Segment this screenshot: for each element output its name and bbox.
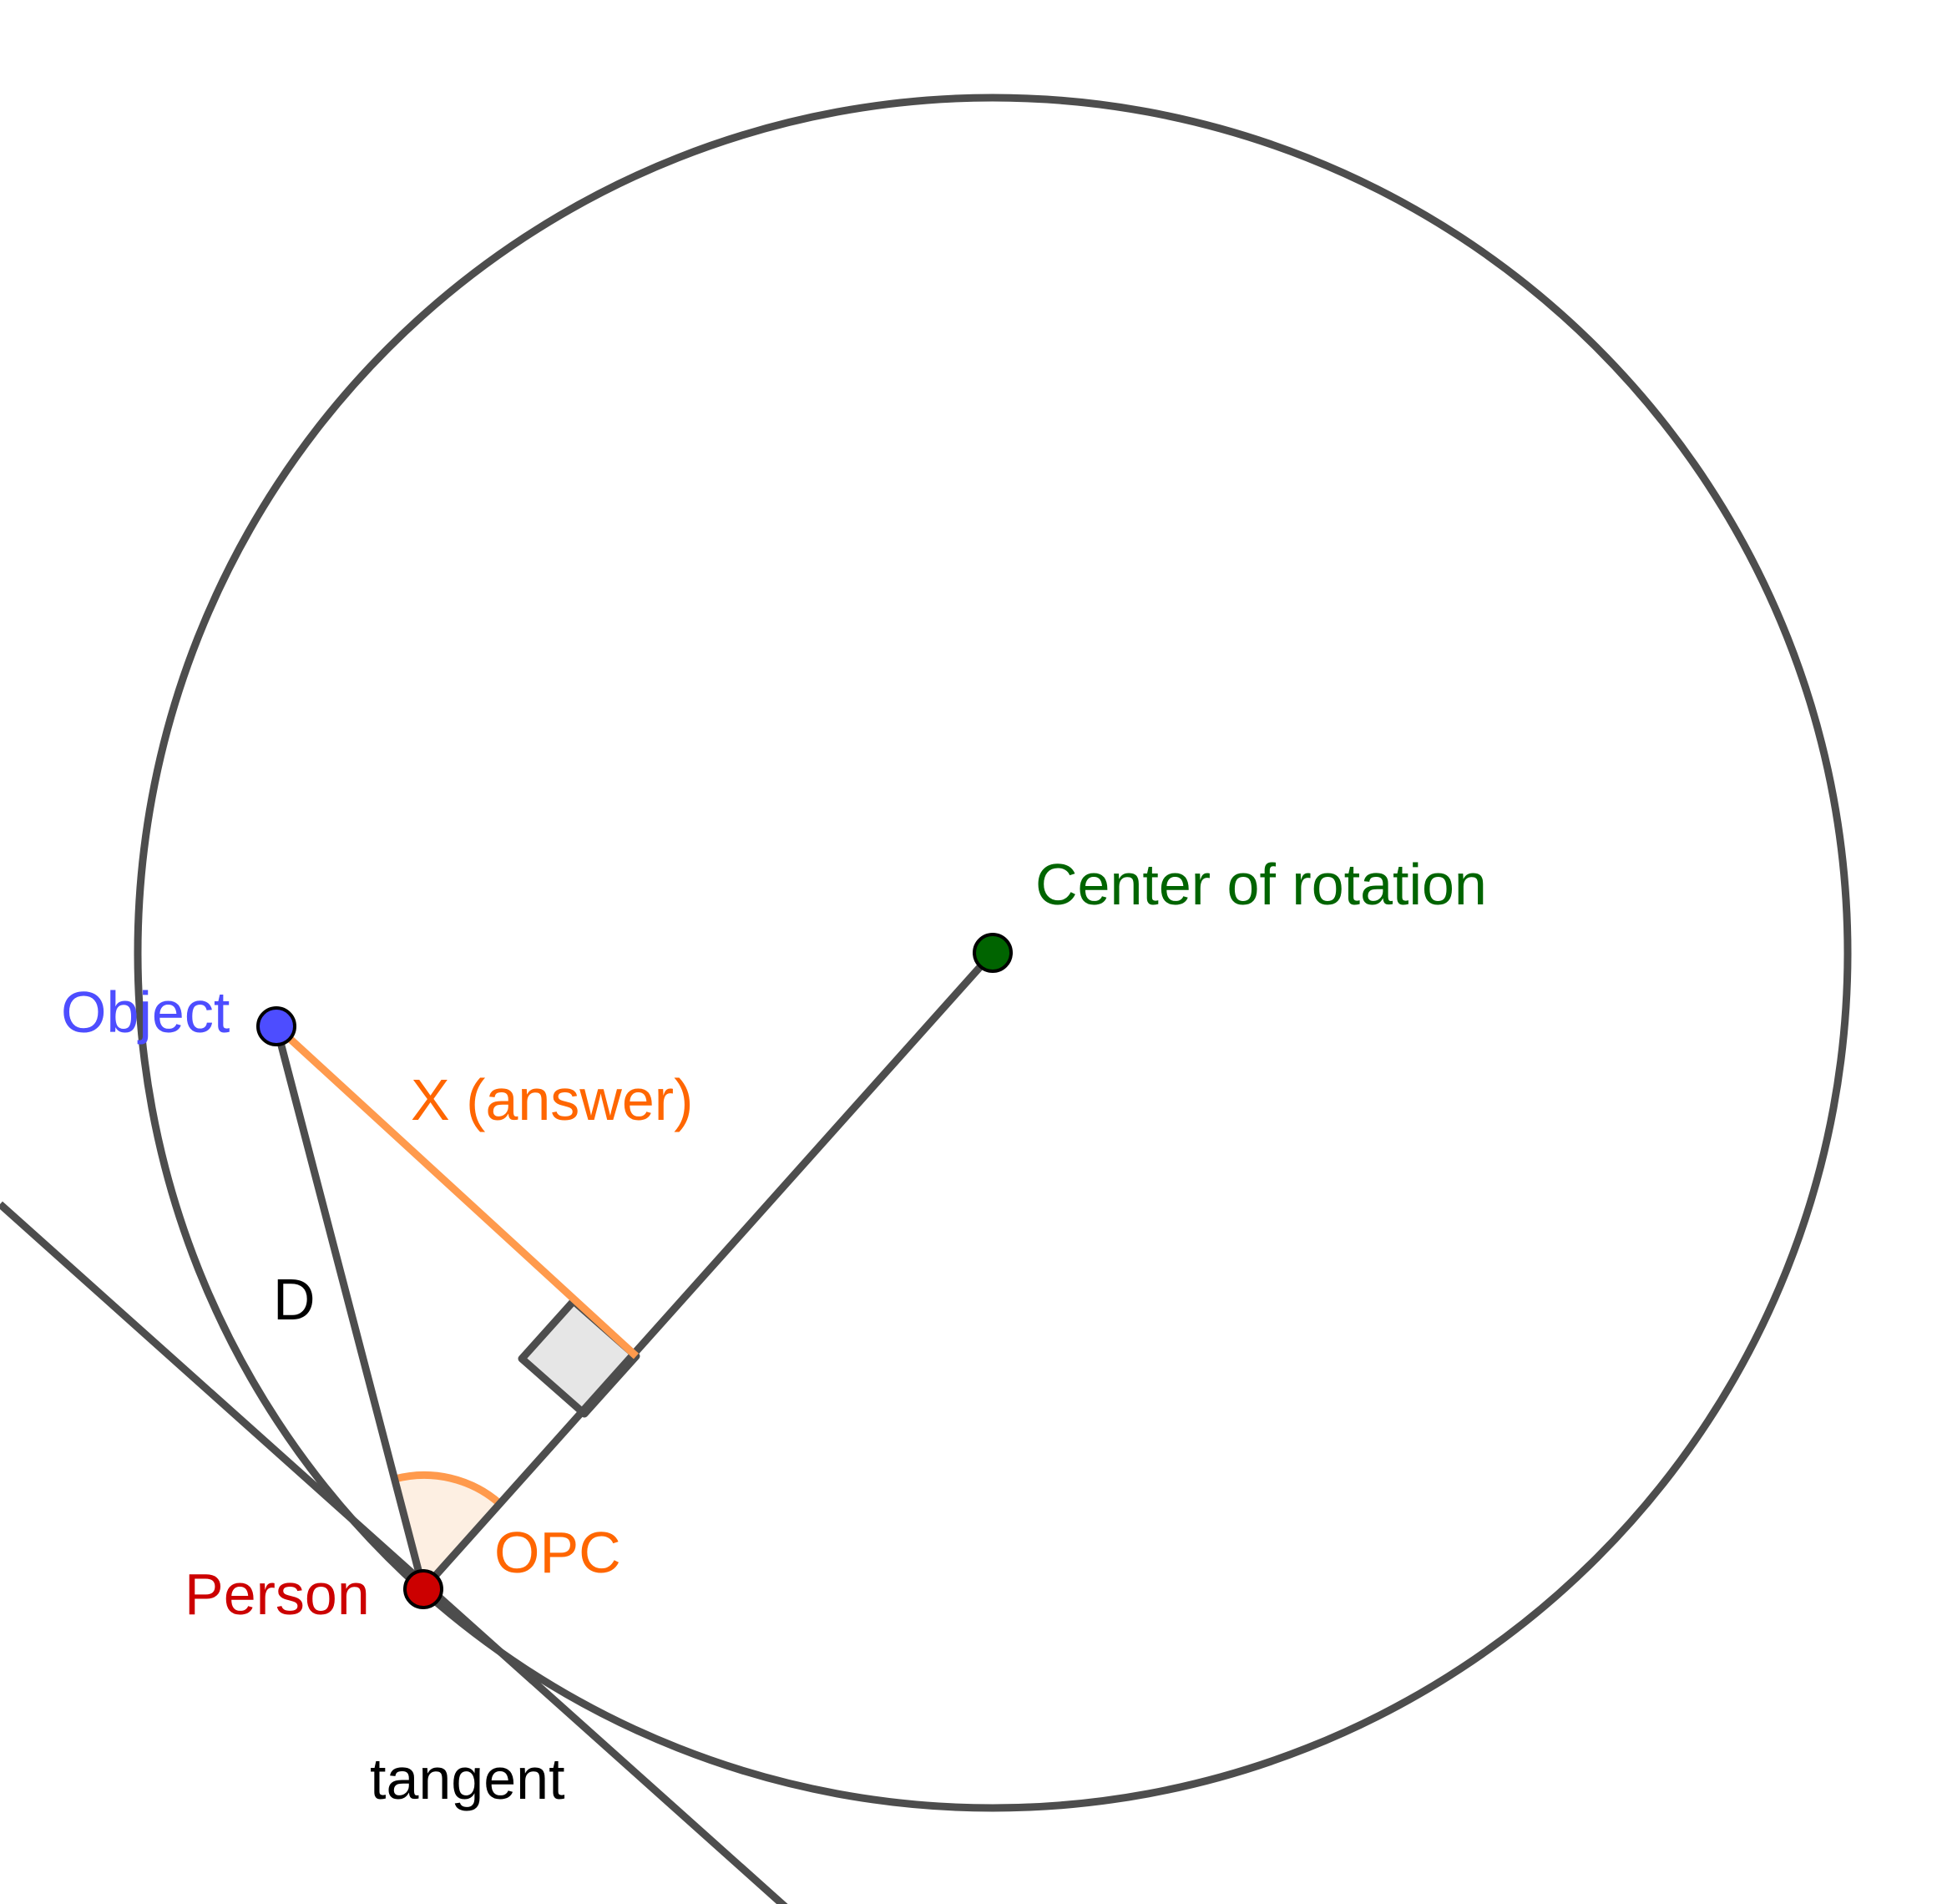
- angle-label: OPC: [494, 1520, 621, 1585]
- object-point[interactable]: [256, 1006, 296, 1046]
- angle-opc-arc: [393, 1471, 502, 1506]
- distance-label: D: [273, 1267, 316, 1332]
- angle-opc-sector: [395, 1475, 499, 1589]
- center-label: Center of rotation: [1035, 852, 1487, 917]
- segment-person-center: [420, 949, 996, 1593]
- person-label: Person: [185, 1562, 370, 1627]
- segment-d: [272, 1025, 427, 1591]
- answer-label: X (answer): [411, 1067, 693, 1132]
- right-angle-marker: [518, 1297, 640, 1418]
- tangent-line: [0, 1201, 788, 1904]
- segment-x-answer: [273, 1023, 640, 1360]
- center-point[interactable]: [973, 933, 1013, 973]
- rotation-circle: [134, 94, 1852, 1812]
- person-point[interactable]: [403, 1569, 443, 1609]
- object-label: Object: [61, 980, 230, 1045]
- tangent-label: tangent: [370, 1746, 565, 1811]
